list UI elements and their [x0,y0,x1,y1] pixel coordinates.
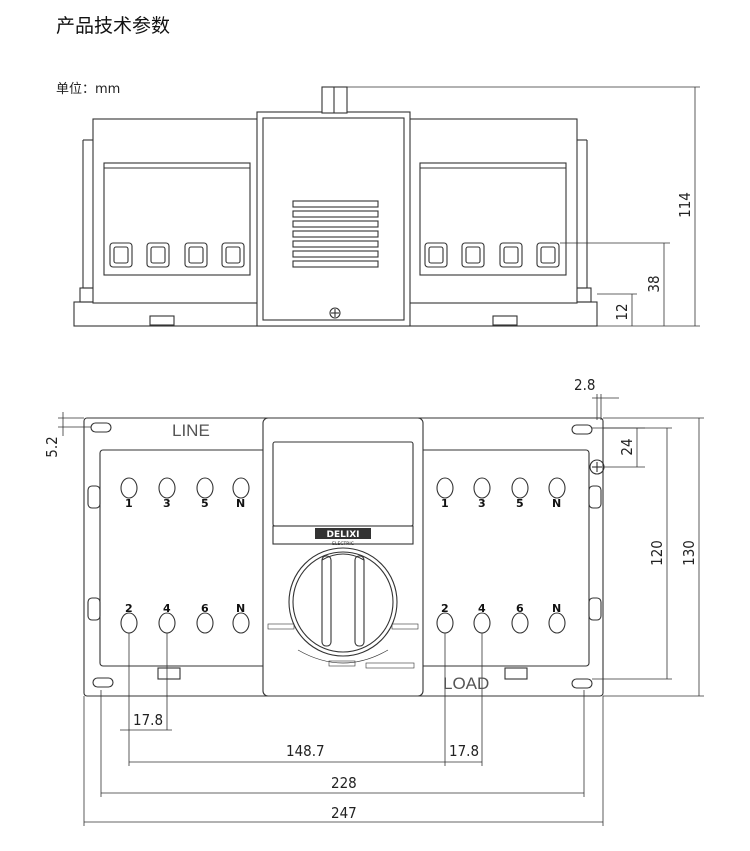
terminal-label: 4 [163,602,171,615]
brand-logo: DELIXI ELECTRIC [315,528,371,547]
dim-17-8-right: 17.8 [449,742,479,760]
terminal-label: N [236,497,245,510]
vent-grille [292,200,379,268]
dim-247: 247 [331,804,357,822]
svg-text:ELECTRIC: ELECTRIC [332,541,354,547]
svg-text:DELIXI: DELIXI [327,530,360,540]
terminal-label: 1 [125,497,133,510]
ground-screw-icon [329,307,341,319]
terminal-label: N [552,497,561,510]
terminal-label: N [552,602,561,615]
terminal-label: 3 [163,497,171,510]
front-terminals-right [424,242,560,268]
front-view [73,86,700,327]
page-title: 产品技术参数 [56,15,171,37]
terminal-label: 6 [201,602,209,615]
front-terminals-left [109,242,245,268]
dim-228: 228 [331,774,357,792]
unit-label: 单位：mm [56,82,121,97]
terminal-label: 1 [441,497,449,510]
terminal-label: 5 [201,497,209,510]
line-label: LINE [172,421,210,440]
terminal-label: 3 [478,497,486,510]
terminal-label: 5 [516,497,524,510]
dim-120: 120 [648,540,666,566]
dim-2-8: 2.8 [574,376,595,394]
dim-114: 114 [676,192,694,218]
dim-24: 24 [618,438,636,455]
dim-38: 38 [645,275,663,292]
terminal-label: N [236,602,245,615]
dim-12: 12 [613,303,631,320]
terminal-label: 6 [516,602,524,615]
terminal-label: 2 [125,602,133,615]
dim-5-2: 5.2 [43,436,61,457]
dim-130: 130 [680,540,698,566]
terminal-label: 4 [478,602,486,615]
dim-148-7: 148.7 [286,742,325,760]
terminal-label: 2 [441,602,449,615]
dim-17-8-left: 17.8 [133,711,163,729]
top-view [58,394,704,826]
load-label: LOAD [443,674,489,693]
